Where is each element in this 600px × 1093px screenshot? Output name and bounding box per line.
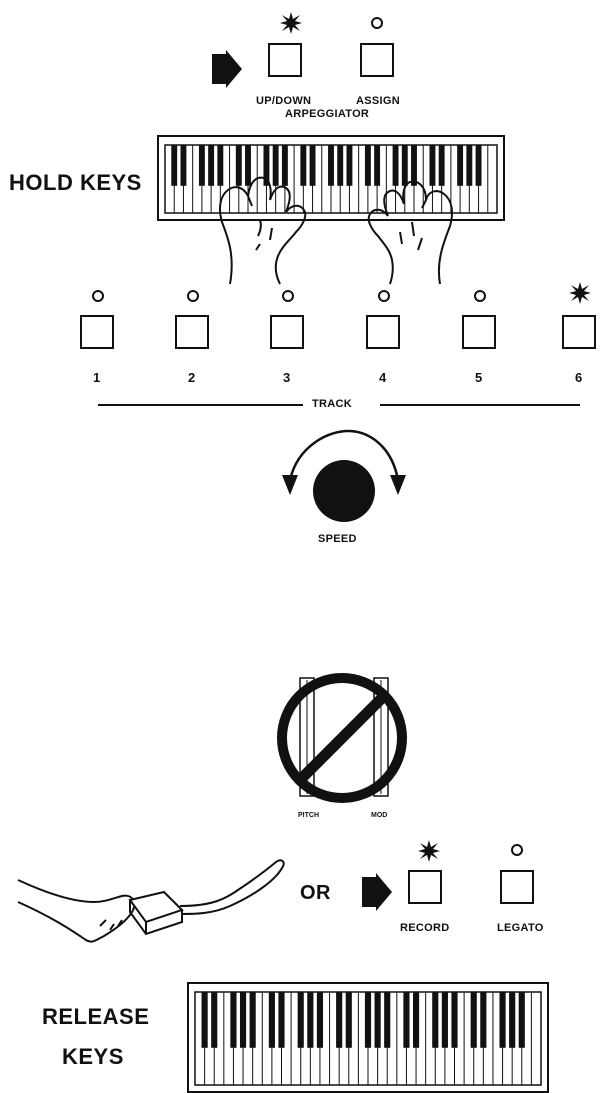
or-label: OR: [300, 882, 331, 904]
release-label: RELEASE: [42, 1004, 150, 1029]
led-unlit-icon: [511, 844, 523, 856]
record-button[interactable]: [408, 870, 442, 904]
track-5-button[interactable]: [462, 315, 496, 349]
track-4-button[interactable]: [366, 315, 400, 349]
keys-label: KEYS: [62, 1044, 124, 1069]
up-down-label: UP/DOWN: [256, 95, 312, 107]
led-unlit-icon: [378, 290, 390, 302]
track-3-button[interactable]: [270, 315, 304, 349]
track-bracket-right: [380, 404, 580, 406]
foot-pedal-icon: [17, 859, 285, 943]
pointer-arrow-icon: [362, 873, 392, 911]
mod-label: MOD: [371, 812, 388, 819]
arpeggiator-label: ARPEGGIATOR: [285, 108, 370, 120]
led-lit-icon: [280, 12, 302, 34]
led-lit-icon: [418, 840, 440, 862]
assign-label: ASSIGN: [356, 95, 400, 107]
track-2-button[interactable]: [175, 315, 209, 349]
track-1-button[interactable]: [80, 315, 114, 349]
track-label: TRACK: [312, 398, 352, 410]
led-unlit-icon: [282, 290, 294, 302]
arrow-left-icon: [282, 475, 298, 495]
prohibited-wheels-icon: [277, 673, 407, 803]
hold-keys-label: HOLD KEYS: [9, 170, 142, 195]
up-down-button[interactable]: [268, 43, 302, 77]
legato-label: LEGATO: [497, 922, 544, 934]
record-label: RECORD: [400, 922, 450, 934]
led-unlit-icon: [474, 290, 486, 302]
assign-button[interactable]: [360, 43, 394, 77]
led-unlit-icon: [187, 290, 199, 302]
speed-label: SPEED: [318, 533, 357, 545]
led-unlit-icon: [371, 17, 383, 29]
track-number-label: 4: [379, 370, 387, 385]
track-number-label: 5: [475, 370, 483, 385]
track-bracket-left: [98, 404, 303, 406]
pitch-label: PITCH: [298, 812, 319, 819]
track-number-label: 2: [188, 370, 196, 385]
led-lit-icon: [569, 282, 591, 304]
speed-knob[interactable]: [270, 425, 420, 525]
pointer-arrow-icon: [212, 50, 242, 88]
legato-button[interactable]: [500, 870, 534, 904]
hands-icon: [219, 176, 453, 285]
led-unlit-icon: [92, 290, 104, 302]
track-number-label: 6: [575, 370, 583, 385]
track-number-label: 3: [283, 370, 291, 385]
track-number-label: 1: [93, 370, 101, 385]
track-6-button[interactable]: [562, 315, 596, 349]
keyboard-release-illustration: [187, 982, 549, 1093]
arrow-right-icon: [390, 475, 406, 495]
